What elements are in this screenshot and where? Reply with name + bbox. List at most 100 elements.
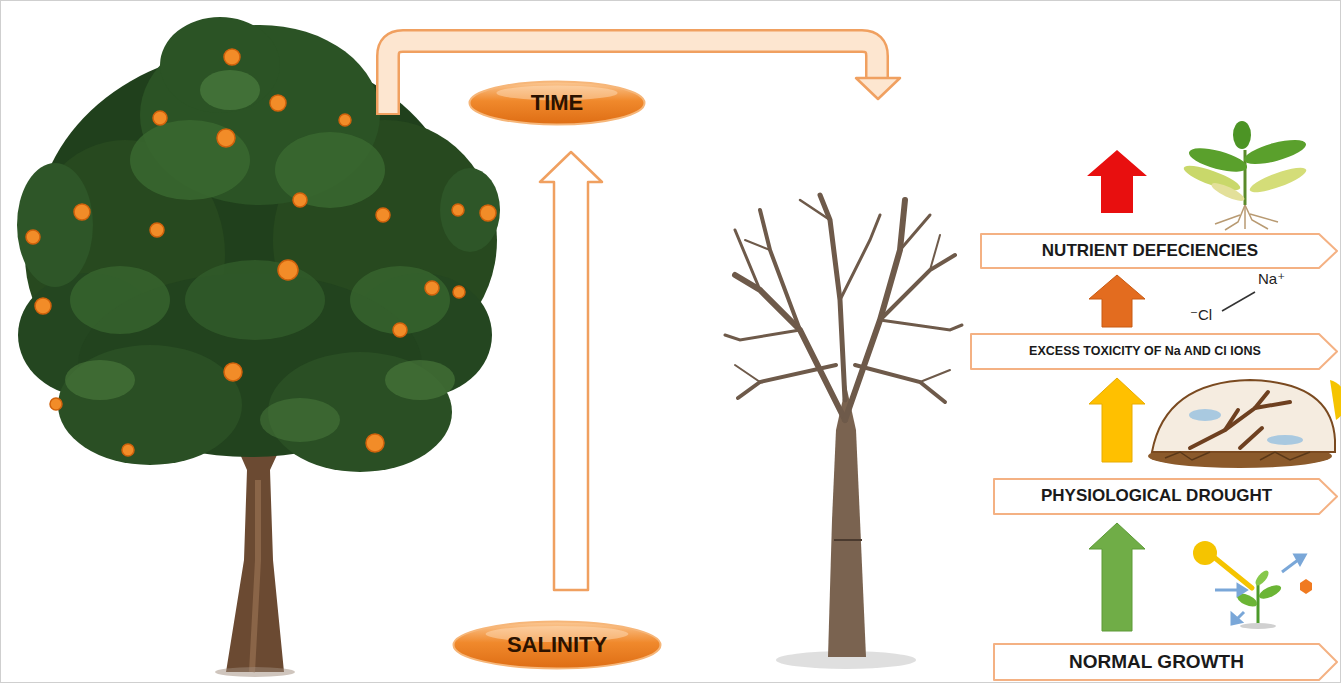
bare-tree-part-part xyxy=(760,210,800,330)
bare-tree-part-part xyxy=(920,370,950,382)
bare-tree-part-part xyxy=(855,365,945,402)
orange-fruits-part xyxy=(150,223,164,237)
sapling-icon-part xyxy=(1257,582,1283,601)
hollow-arrow xyxy=(540,152,602,590)
orange-fruits-part xyxy=(224,363,242,381)
tree-canopy-part xyxy=(70,266,170,334)
time-oval: TIME xyxy=(468,80,646,126)
tree-canopy-part xyxy=(65,360,135,400)
cracked-earth-icon-part-part xyxy=(1190,392,1268,448)
oval-fill xyxy=(454,622,661,669)
tree-canopy-part xyxy=(260,398,340,442)
deficient-plant-icon-part-part xyxy=(1244,205,1246,229)
ion-label: ⁻Cl xyxy=(1190,307,1212,324)
bare-tree-part-part xyxy=(735,230,760,290)
cracked-earth-icon-part xyxy=(1165,452,1310,460)
orange-fruits-part xyxy=(270,95,286,111)
green-arrow xyxy=(1089,523,1145,631)
banner-outline xyxy=(994,644,1337,680)
orange-fruits-part xyxy=(366,434,384,452)
orange-fruits-part xyxy=(35,298,51,314)
deficient-plant-icon-part-part xyxy=(1215,215,1240,224)
cracked-earth-icon-part xyxy=(1152,380,1335,452)
node-text: TIME xyxy=(531,91,584,115)
tree-canopy-part xyxy=(275,132,385,208)
red-arrow xyxy=(1087,150,1147,213)
orange-fruits-part xyxy=(480,205,496,221)
node-text: SALINITY xyxy=(507,633,607,657)
bare-tree-part-part xyxy=(845,200,905,420)
orange-fruits-part xyxy=(26,230,40,244)
deficient-plant-icon-part-part xyxy=(1250,214,1278,222)
cracked-earth-icon-part-part xyxy=(1225,410,1238,430)
salinity-oval: SALINITY xyxy=(452,620,662,670)
cracked-earth-icon-part-part xyxy=(1260,452,1310,460)
bare-tree-part-part xyxy=(745,240,770,250)
ion-label: Na⁺ xyxy=(1258,271,1285,288)
tree-canopy-part xyxy=(185,260,325,340)
effect-banner: EXCESS TOXICITY OF Na AND Cl IONS xyxy=(970,333,1338,370)
tree-canopy-part xyxy=(130,120,250,200)
cracked-earth-icon-part-part xyxy=(1240,428,1262,448)
orange-fruits-part xyxy=(224,49,240,65)
orange-fruits-part xyxy=(217,129,235,147)
orange-fruits-part xyxy=(293,193,307,207)
tree-trunk-part xyxy=(215,667,295,677)
sapling-icon-part-part xyxy=(1295,555,1305,564)
bare-tree-part-part xyxy=(800,200,830,220)
bare-tree xyxy=(725,195,962,669)
node-text: EXCESS TOXICITY OF Na AND Cl IONS xyxy=(1029,345,1261,359)
sapling-icon-part-part xyxy=(1215,589,1238,592)
red-arrow-part xyxy=(1087,150,1147,213)
orange-fruits-part xyxy=(122,444,134,456)
bare-tree-part-part xyxy=(880,320,962,330)
bare-tree-part-part xyxy=(738,365,836,398)
cracked-earth-icon-part-part xyxy=(1165,452,1210,460)
deficient-plant-icon xyxy=(1181,121,1308,230)
node-text: NORMAL GROWTH xyxy=(1069,652,1244,673)
bare-tree-part-part xyxy=(900,215,930,250)
tree-canopy-part xyxy=(200,70,260,110)
oval-fill xyxy=(470,82,645,125)
orange-fruits-part xyxy=(453,286,465,298)
sapling-icon-part-part xyxy=(1238,585,1246,595)
bare-tree-part-part xyxy=(880,255,955,320)
bare-tree-part xyxy=(725,195,962,420)
orange-fruits-part xyxy=(153,111,167,125)
orange-fruits-part xyxy=(376,208,390,222)
tree-trunk-part xyxy=(252,480,258,672)
orange-fruits xyxy=(26,49,496,456)
bare-tree-part xyxy=(828,385,866,657)
bare-tree-part-part xyxy=(840,215,880,300)
effect-banner: NORMAL GROWTH xyxy=(993,643,1338,681)
orange-fruits-part xyxy=(425,281,439,295)
sapling-icon-part xyxy=(1215,558,1252,588)
banner-outline xyxy=(994,479,1337,514)
sapling-icon-part xyxy=(1193,541,1217,565)
sapling-icon xyxy=(1193,541,1312,629)
sapling-icon-part xyxy=(1240,623,1276,629)
tree-canopy-part xyxy=(385,360,455,400)
tree-canopy-part xyxy=(58,345,242,465)
deficient-plant-icon-part xyxy=(1215,205,1278,230)
orange-fruits-part xyxy=(278,260,298,280)
ion-bond-line xyxy=(1222,292,1255,311)
sapling-icon-part xyxy=(1300,579,1312,594)
tree-canopy-part xyxy=(440,168,500,252)
banner-outline xyxy=(981,234,1337,268)
banner-outline xyxy=(971,334,1337,369)
deficient-plant-icon-part xyxy=(1247,163,1308,197)
orange-arrow xyxy=(1089,275,1145,327)
sapling-icon-part xyxy=(1215,555,1305,624)
ion-bond-line-part xyxy=(1222,292,1255,311)
tree-canopy-part xyxy=(160,17,280,113)
yellow-arrow xyxy=(1089,378,1145,462)
sapling-icon-part-part xyxy=(1282,560,1298,572)
effect-banner: NUTRIENT DEFECIENCIES xyxy=(980,233,1338,269)
orange-fruits-part xyxy=(393,323,407,337)
tree-canopy-part xyxy=(17,163,93,287)
sapling-icon-part xyxy=(1253,569,1271,588)
node-text: PHYSIOLOGICAL DROUGHT xyxy=(1041,487,1272,506)
sapling-icon-part-part xyxy=(1232,614,1241,624)
